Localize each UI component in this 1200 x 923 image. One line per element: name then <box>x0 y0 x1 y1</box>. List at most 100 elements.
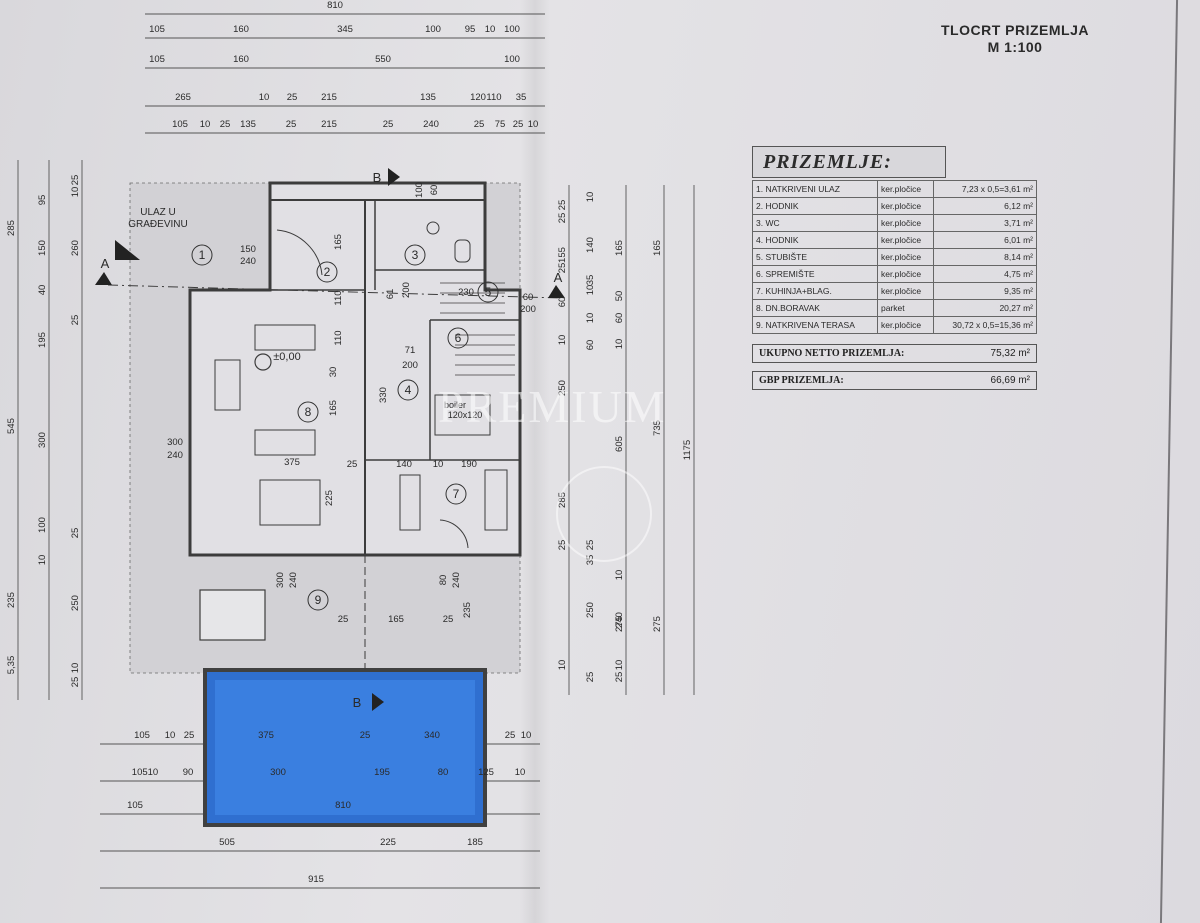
dimension-label: 125 <box>478 767 494 778</box>
dimension-label: 165 <box>333 234 344 250</box>
dimension-label: 150 <box>240 244 256 255</box>
dimension-label: 10 <box>557 660 568 671</box>
dimension-label: 225 <box>380 837 396 848</box>
dimension-label: 330 <box>378 387 389 403</box>
room-number: 7 <box>453 487 460 501</box>
dimension-label: 810 <box>335 800 351 811</box>
dimension-label: 10 <box>585 285 596 296</box>
dimension-label: 240 <box>451 572 462 588</box>
dimension-label: 165 <box>328 400 339 416</box>
room-finish: ker.pločice <box>876 282 934 300</box>
room-finish: ker.pločice <box>876 248 934 266</box>
kitchen-counter <box>484 469 508 531</box>
dimension-label: 235 <box>6 592 17 608</box>
room-name: 8. DN.BORAVAK <box>752 299 878 317</box>
dimension-label: 375 <box>284 457 300 468</box>
dimension-label: 25 <box>287 92 298 103</box>
gbp-total-row: GBP PRIZEMLJA: 66,69 m² <box>752 371 1037 390</box>
dimension-label: 550 <box>375 54 391 65</box>
dimension-label: 60 <box>557 297 568 308</box>
dimension-label: 150 <box>37 240 48 256</box>
room-number-circle <box>404 244 426 266</box>
dimension-label: 100 <box>37 517 48 533</box>
dimension-label: 25 <box>286 119 297 130</box>
dimension-label: 25 <box>557 213 568 224</box>
room-area: 8,14 m² <box>932 248 1038 266</box>
room-finish: ker.pločice <box>876 214 934 232</box>
room-name: 7. KUHINJA+BLAG. <box>752 282 878 300</box>
boiler-label: 120x120 <box>448 410 483 420</box>
dimension-label: 200 <box>401 282 412 298</box>
dimension-label: 25 <box>557 263 568 274</box>
dimension-label: 200 <box>402 360 418 371</box>
room-area: 6,12 m² <box>932 197 1038 215</box>
dimension-label: 95 <box>465 24 476 35</box>
room-number-circle <box>191 244 213 266</box>
level-label: ±0,00 <box>273 351 300 363</box>
exterior-wall <box>188 181 522 557</box>
dimension-label: 25 <box>338 614 349 625</box>
dimension-label: 25 <box>443 614 454 625</box>
dimension-label: 75 <box>495 119 506 130</box>
dimension-label: 105 <box>127 800 143 811</box>
dimension-label: 165 <box>388 614 404 625</box>
room-name: 5. STUBIŠTE <box>752 248 878 266</box>
dimension-label: 110 <box>333 290 344 305</box>
dimension-label: 105 <box>134 730 150 741</box>
dimension-label: 505 <box>219 837 235 848</box>
dimension-label: 10 <box>37 555 48 566</box>
room-finish: ker.pločice <box>876 265 934 283</box>
dimension-label: 10 <box>614 339 625 350</box>
paper-fold <box>520 0 550 923</box>
room-area: 3,71 m² <box>932 214 1038 232</box>
room-number-circle <box>477 281 499 303</box>
entrance-label: ULAZ U <box>140 207 176 218</box>
dimension-label: 40 <box>37 285 48 296</box>
room-finish: ker.pločice <box>876 197 934 215</box>
dimension-label: 25 <box>513 119 524 130</box>
room-number-circles <box>191 244 499 611</box>
dimension-label: 100 <box>425 24 441 35</box>
sofa-back <box>254 324 316 351</box>
room-number: 3 <box>412 248 419 262</box>
room-number: 9 <box>315 593 322 607</box>
dimension-label: 80 <box>438 575 449 586</box>
dimension-label: 60 <box>523 292 534 303</box>
building-outline <box>107 181 561 827</box>
dimension-label: 71 <box>405 345 416 356</box>
room-number: 2 <box>324 265 331 279</box>
dimension-label: 50 <box>614 291 625 302</box>
dimension-label: 80 <box>438 767 449 778</box>
dimension-label: 10 <box>515 767 526 778</box>
gbp-total-value: 66,69 m² <box>990 375 1030 386</box>
dimension-label: 135 <box>240 119 256 130</box>
dimension-label: 100 <box>504 54 520 65</box>
dimension-label: 240 <box>240 256 256 267</box>
dimension-label: 35 <box>585 275 596 286</box>
net-total-value: 75,32 m² <box>990 348 1030 359</box>
dimension-label: 35 <box>516 92 527 103</box>
dimension-label: 10 <box>614 660 625 671</box>
dimension-label: 100 <box>504 24 520 35</box>
dimension-label: 265 <box>175 92 191 103</box>
dimension-label: 10 <box>70 187 81 198</box>
dimension-label: 25 <box>70 315 81 326</box>
dimension-label: 300 <box>167 437 183 448</box>
dimension-label: 10 <box>521 730 532 741</box>
dimension-label: 10 <box>557 335 568 346</box>
room-name: 9. NATKRIVENA TERASA <box>752 316 878 334</box>
watermark-seal-icon <box>556 466 652 562</box>
dimension-label: 95 <box>37 195 48 206</box>
dimension-label: 110 <box>486 92 501 103</box>
dimension-label: 215 <box>321 92 337 103</box>
dimension-label: 10 <box>485 24 496 35</box>
room-name: 3. WC <box>752 214 878 232</box>
